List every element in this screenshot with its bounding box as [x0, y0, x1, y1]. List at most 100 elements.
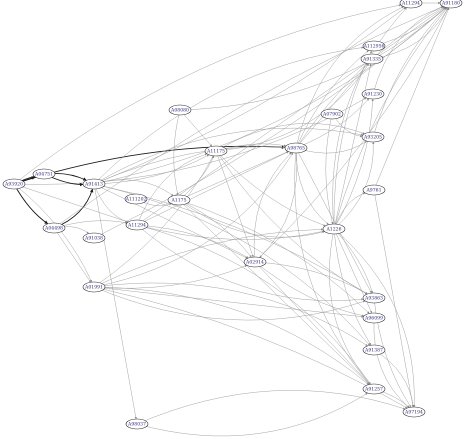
node-ellipse: [439, 0, 463, 9]
node-A91335[interactable]: A91335: [360, 53, 384, 65]
node-label: A04498: [44, 226, 63, 232]
node-A04751[interactable]: A04751: [32, 168, 56, 180]
node-A112956[interactable]: A112956: [363, 40, 386, 52]
node-label: A1226: [325, 227, 341, 233]
node-A91038[interactable]: A91038: [82, 232, 106, 244]
edge-A11294-A93863: [136, 224, 364, 301]
node-A98765[interactable]: A98765: [284, 142, 308, 154]
edge-A91413-A91387: [93, 183, 371, 346]
node-label: A91335: [362, 57, 381, 63]
node-ellipse: [125, 418, 149, 430]
node-ellipse: [284, 142, 308, 154]
edge-A93920-A11294: [13, 183, 129, 223]
node-A91413[interactable]: A91413: [82, 178, 106, 190]
node-A1226[interactable]: A1226: [322, 223, 346, 235]
node-A1175[interactable]: A1175: [167, 194, 191, 206]
edge-A98765-A91180: [295, 6, 445, 149]
node-A93863[interactable]: A93863: [362, 292, 386, 304]
edge-A91413-A93205: [93, 127, 364, 185]
edge-layer: [13, 1, 450, 437]
node-A02914[interactable]: A02914: [243, 256, 267, 268]
node-A93205[interactable]: A93205: [361, 131, 385, 143]
node-ellipse: [362, 344, 386, 356]
node-A11175[interactable]: A11175: [204, 145, 228, 157]
node-A97194[interactable]: A97194: [402, 406, 426, 418]
node-ellipse: [82, 281, 106, 293]
node-A07902[interactable]: A07902: [320, 108, 344, 120]
edge-A98037-A91257: [136, 392, 368, 437]
node-ellipse: [402, 406, 426, 418]
node-label: A91257: [364, 387, 383, 393]
edge-A98765-A93863: [295, 147, 372, 294]
node-A91387[interactable]: A91387: [362, 344, 386, 356]
edge-A07902-A1226: [325, 113, 334, 225]
node-A08080[interactable]: A08080: [168, 104, 192, 116]
node-A91180[interactable]: A91180: [439, 0, 463, 9]
edge-A91413-A11294b: [93, 7, 406, 185]
node-A93920[interactable]: A93920: [2, 178, 26, 190]
edge-A02914-A93863: [254, 261, 368, 295]
node-label: A91180: [441, 1, 460, 7]
node-A91257[interactable]: A91257: [362, 383, 386, 395]
edge-A96099-A97194: [373, 317, 410, 408]
node-label: A04751: [34, 172, 53, 178]
node-label: A93205: [363, 135, 382, 141]
edge-A02914-A96099: [254, 261, 365, 317]
edge-A11294-A1226: [136, 224, 325, 240]
node-label: A91387: [364, 348, 383, 354]
edge-A93920-A11294b: [13, 4, 402, 185]
node-ellipse: [168, 104, 192, 116]
edge-A91413-A11175: [93, 154, 210, 185]
node-label: A111202: [125, 197, 147, 203]
node-ellipse: [42, 222, 66, 234]
edge-A93205-A91180: [372, 7, 447, 138]
edge-A01991-A11175: [93, 155, 214, 288]
edge-A01991-A96099: [93, 286, 364, 318]
edge-A98765-A91257: [294, 147, 371, 385]
node-A11294b[interactable]: A11294: [399, 0, 423, 9]
node-A11294[interactable]: A11294: [125, 219, 149, 231]
edge-A91413-A93863: [93, 183, 368, 295]
edge-A98765-A02914: [259, 147, 298, 258]
edge-A11294-A91257: [136, 224, 371, 385]
edge-A01991-A98765: [93, 152, 294, 288]
node-A111202[interactable]: A111202: [125, 193, 148, 205]
edge-A11294-A98765: [136, 151, 289, 226]
edge-A11175-A91335: [215, 63, 369, 152]
node-A9761[interactable]: A9761: [362, 184, 386, 196]
edge-A02914-A91180: [254, 7, 449, 263]
node-ellipse: [361, 131, 385, 143]
edge-A1175-A11175: [178, 155, 215, 201]
edge-A98765-A91230: [295, 98, 370, 149]
edge-A9761-A91180: [373, 7, 450, 191]
edge-A98037-A97194: [136, 390, 406, 425]
edge-A01991-A91387: [93, 282, 368, 347]
edge-A1175-A96099: [178, 199, 370, 314]
node-label: A98765: [286, 146, 305, 152]
node-label: A11294: [127, 223, 146, 229]
node-A96099[interactable]: A96099: [362, 312, 386, 324]
edge-A98765-A91335: [295, 63, 369, 149]
edge-A91038-A91180: [93, 7, 446, 239]
edge-A01991-A93863: [93, 286, 366, 321]
node-A04498[interactable]: A04498: [42, 222, 66, 234]
edge-A98765-A11294b: [295, 6, 404, 149]
edge-A01991-A1226: [93, 228, 324, 288]
node-ellipse: [362, 383, 386, 395]
edge-A1226-A96099: [333, 228, 373, 314]
node-A91230[interactable]: A91230: [361, 88, 385, 100]
node-label: A07902: [322, 112, 341, 118]
node-label: A9761: [365, 188, 381, 194]
node-label: A112956: [363, 44, 385, 50]
node-A01991[interactable]: A01991: [82, 281, 106, 293]
node-ellipse: [32, 168, 56, 180]
edge-A11294-A11175: [136, 153, 208, 226]
node-A98037[interactable]: A98037: [125, 418, 149, 430]
edge-A1226-A91230: [333, 98, 374, 230]
node-label: A91230: [363, 92, 382, 98]
node-ellipse: [360, 53, 384, 65]
node-label: A02914: [245, 260, 264, 266]
node-label: A01991: [84, 285, 103, 291]
node-label: A91038: [84, 236, 103, 242]
edge-A1226-A97194: [333, 228, 416, 408]
